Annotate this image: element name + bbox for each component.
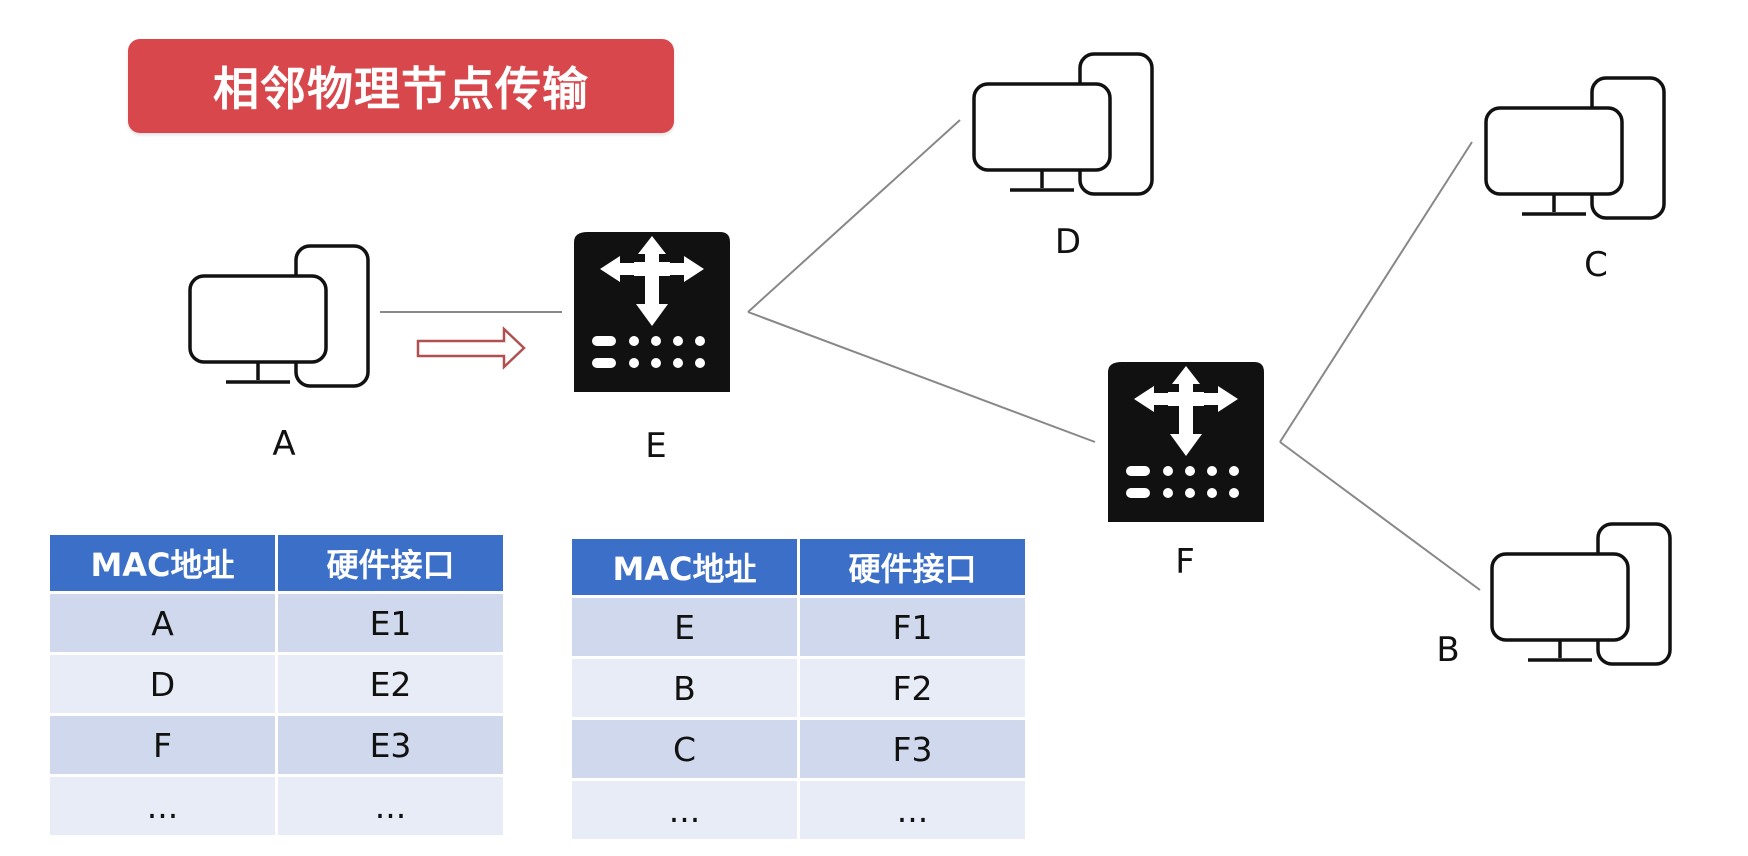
table-row: ... ... <box>50 777 503 835</box>
diagram-title: 相邻物理节点传输 <box>213 62 589 116</box>
table-row: F E3 <box>50 716 503 774</box>
link-f-c <box>1279 141 1473 443</box>
node-label-f: F <box>1175 542 1195 582</box>
computer-icon-a <box>188 244 370 388</box>
node-label-d: D <box>1054 222 1082 262</box>
mac-cell: A <box>50 594 275 652</box>
node-label-a: A <box>272 424 296 464</box>
table-row: E F1 <box>572 598 1025 656</box>
port-cell: F2 <box>800 659 1025 717</box>
mac-cell: ... <box>50 777 275 835</box>
table-row: B F2 <box>572 659 1025 717</box>
header-mac: MAC地址 <box>572 539 797 595</box>
mac-cell: C <box>572 720 797 778</box>
header-port: 硬件接口 <box>278 535 503 591</box>
mac-table-f: MAC地址 硬件接口 E F1 B F2 C F3 ... ... <box>569 536 1028 842</box>
title-banner: 相邻物理节点传输 <box>128 39 674 133</box>
table-row: C F3 <box>572 720 1025 778</box>
router-icon-e <box>574 232 730 392</box>
computer-icon-c <box>1484 76 1666 220</box>
port-cell: E3 <box>278 716 503 774</box>
header-port: 硬件接口 <box>800 539 1025 595</box>
node-label-c: C <box>1584 245 1608 285</box>
table-row: D E2 <box>50 655 503 713</box>
link-e-d <box>747 119 961 313</box>
header-mac: MAC地址 <box>50 535 275 591</box>
mac-cell: D <box>50 655 275 713</box>
computer-icon-d <box>972 52 1154 196</box>
link-f-b <box>1279 441 1481 591</box>
port-cell: E2 <box>278 655 503 713</box>
mac-cell: F <box>50 716 275 774</box>
arrow-right-icon <box>416 326 526 370</box>
router-icon-f <box>1108 362 1264 522</box>
mac-cell: ... <box>572 781 797 839</box>
port-cell: F1 <box>800 598 1025 656</box>
table-row: ... ... <box>572 781 1025 839</box>
port-cell: ... <box>278 777 503 835</box>
node-label-b: B <box>1436 630 1460 670</box>
port-cell: F3 <box>800 720 1025 778</box>
table-row: A E1 <box>50 594 503 652</box>
port-cell: E1 <box>278 594 503 652</box>
mac-cell: B <box>572 659 797 717</box>
mac-cell: E <box>572 598 797 656</box>
port-cell: ... <box>800 781 1025 839</box>
mac-table-e: MAC地址 硬件接口 A E1 D E2 F E3 ... ... <box>47 532 506 838</box>
link-e-f <box>747 311 1096 443</box>
node-label-e: E <box>645 426 667 466</box>
computer-icon-b <box>1490 522 1672 666</box>
